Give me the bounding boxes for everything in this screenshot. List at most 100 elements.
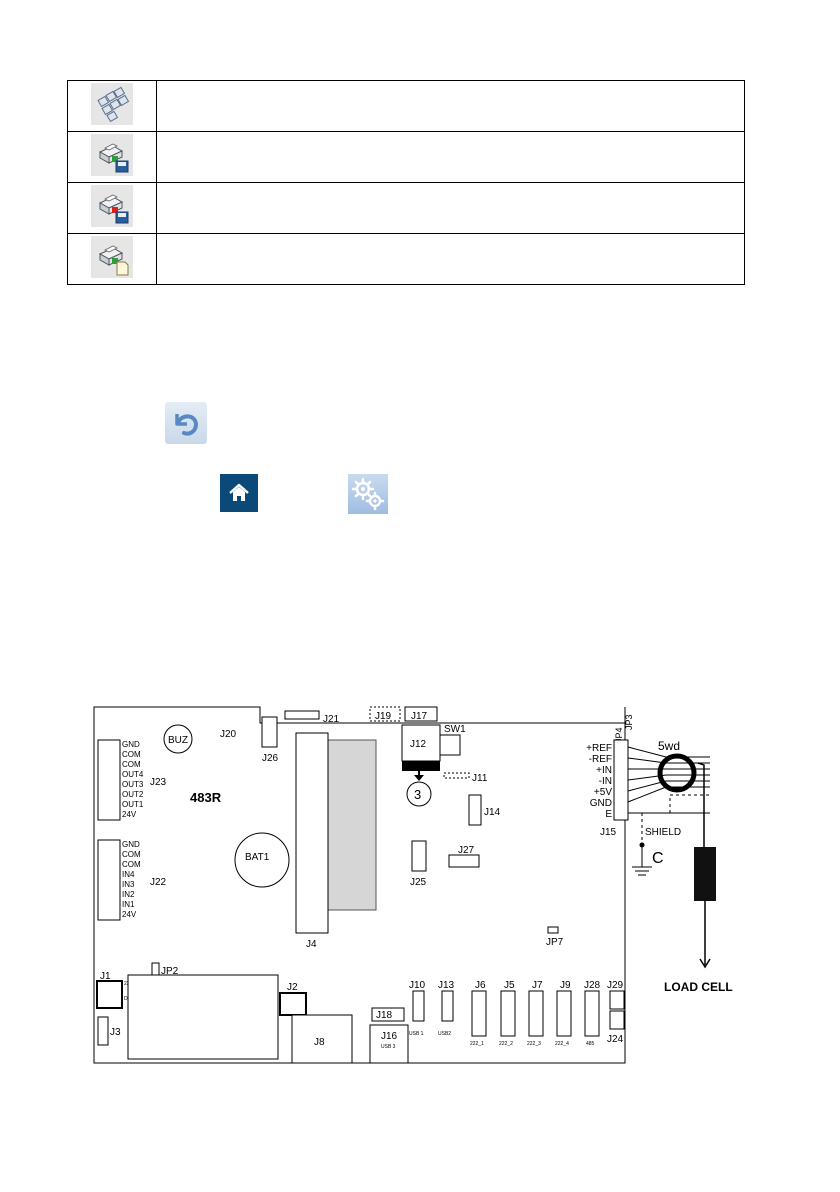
jp2-label: JP2 bbox=[161, 966, 179, 977]
port-label: 485 bbox=[586, 1041, 595, 1047]
j9-label: J9 bbox=[560, 980, 571, 991]
j14-label: J14 bbox=[484, 807, 501, 818]
j12-label: J12 bbox=[410, 739, 427, 750]
icon-cell bbox=[67, 182, 157, 234]
power-module bbox=[127, 974, 279, 1060]
j22-pin: COM bbox=[122, 850, 141, 859]
printer-save-red-icon bbox=[91, 184, 133, 227]
load-cell-cable-ferrite bbox=[694, 847, 716, 901]
row-description bbox=[156, 182, 745, 234]
j22-pin: IN3 bbox=[122, 880, 135, 889]
sw1-label: SW1 bbox=[444, 724, 466, 735]
j2-label: J2 bbox=[287, 982, 298, 993]
j23-pin: COM bbox=[122, 750, 141, 759]
icon-cell bbox=[67, 131, 157, 183]
home-icon bbox=[229, 483, 249, 501]
usb2-label: USB2 bbox=[438, 1031, 451, 1037]
j23-terminal bbox=[97, 739, 121, 821]
icon-table bbox=[67, 80, 745, 285]
ferrite-core bbox=[657, 753, 697, 793]
display-connector-shade bbox=[327, 739, 377, 911]
undo-arrow-icon bbox=[175, 414, 199, 436]
j1-connector bbox=[96, 980, 123, 1009]
j23-pin: COM bbox=[122, 760, 141, 769]
icon-cell bbox=[67, 80, 157, 132]
j10-label: J10 bbox=[409, 980, 426, 991]
table-row bbox=[67, 80, 745, 132]
jp7-label: JP7 bbox=[546, 937, 564, 948]
j15-pin: +IN bbox=[596, 765, 612, 776]
j23-label: J23 bbox=[150, 777, 167, 788]
j21-label: J21 bbox=[323, 714, 340, 725]
j16-label: J16 bbox=[381, 1031, 398, 1042]
j23-pin: OUT4 bbox=[122, 770, 144, 779]
battery bbox=[234, 832, 290, 888]
load-cell-label: LOAD CELL bbox=[664, 980, 733, 994]
j15-pin: E bbox=[605, 809, 612, 820]
jp3-label: JP3 bbox=[624, 714, 634, 730]
j12-connector bbox=[401, 724, 441, 762]
keypad-icon bbox=[91, 82, 133, 125]
undo-button[interactable] bbox=[165, 402, 207, 444]
j22-terminal bbox=[97, 839, 121, 921]
icon-cell bbox=[67, 233, 157, 285]
j8-label: J8 bbox=[314, 1037, 325, 1048]
buzzer bbox=[163, 724, 193, 754]
j15-connector bbox=[613, 739, 629, 821]
j6-label: J6 bbox=[475, 980, 486, 991]
board-name: 483R bbox=[190, 790, 222, 805]
j22-label: J22 bbox=[150, 877, 167, 888]
row-description bbox=[156, 131, 745, 183]
capacitor-label: C bbox=[652, 850, 664, 867]
j4-connector bbox=[295, 732, 329, 934]
j26-label: J26 bbox=[262, 753, 279, 764]
j15-pin: -REF bbox=[589, 754, 612, 765]
j5-label: J5 bbox=[504, 980, 515, 991]
j22-pin: GND bbox=[122, 840, 140, 849]
j11-label: J11 bbox=[472, 773, 488, 784]
j25-label: J25 bbox=[410, 877, 427, 888]
port-label: 222_3 bbox=[527, 1041, 541, 1047]
shield-label: SHIELD bbox=[645, 827, 681, 838]
j23-pin: OUT2 bbox=[122, 790, 144, 799]
j3-connector bbox=[97, 1016, 109, 1046]
j22-pin: COM bbox=[122, 860, 141, 869]
row-description bbox=[156, 233, 745, 285]
j23-pin: 24V bbox=[122, 810, 137, 819]
j22-pin: IN2 bbox=[122, 890, 135, 899]
table-row bbox=[67, 233, 745, 285]
j23-pin: GND bbox=[122, 740, 140, 749]
j17-label: J17 bbox=[411, 711, 428, 722]
j15-pin: +5V bbox=[594, 787, 612, 798]
j27-label: J27 bbox=[458, 845, 475, 856]
usb3-label: USB 3 bbox=[381, 1044, 396, 1050]
settings-button[interactable] bbox=[348, 474, 388, 514]
pcb-diagram: J20 J21 J19 J17 BUZ J26 J4 J12 SW1 3 J11… bbox=[93, 706, 733, 1064]
gears-icon bbox=[351, 477, 385, 511]
j3-label: J3 bbox=[110, 1027, 121, 1038]
callout-number: 3 bbox=[414, 787, 421, 802]
j23-pin: OUT1 bbox=[122, 800, 144, 809]
j15-label: J15 bbox=[600, 827, 617, 838]
jp4-label: JP4 bbox=[614, 727, 624, 743]
j24-label: J24 bbox=[607, 1034, 624, 1045]
j23-pin: OUT3 bbox=[122, 780, 144, 789]
table-row bbox=[67, 182, 745, 234]
j19-label: J19 bbox=[375, 711, 392, 722]
port-label: 222_4 bbox=[555, 1041, 569, 1047]
row-description bbox=[156, 80, 745, 132]
j15-pin: GND bbox=[590, 798, 612, 809]
table-row bbox=[67, 131, 745, 183]
buz-label: BUZ bbox=[168, 735, 188, 746]
j28-label: J28 bbox=[584, 980, 601, 991]
sw1-switch bbox=[439, 734, 461, 756]
home-button[interactable] bbox=[220, 474, 258, 512]
j21-connector bbox=[284, 710, 320, 720]
j12-port bbox=[402, 761, 440, 771]
bat1-label: BAT1 bbox=[245, 852, 270, 863]
port-label: 222_2 bbox=[499, 1041, 513, 1047]
j15-pin: -IN bbox=[599, 776, 612, 787]
j15-pin: +REF bbox=[586, 743, 612, 754]
j13-label: J13 bbox=[438, 980, 455, 991]
j18-label: J18 bbox=[376, 1010, 393, 1021]
